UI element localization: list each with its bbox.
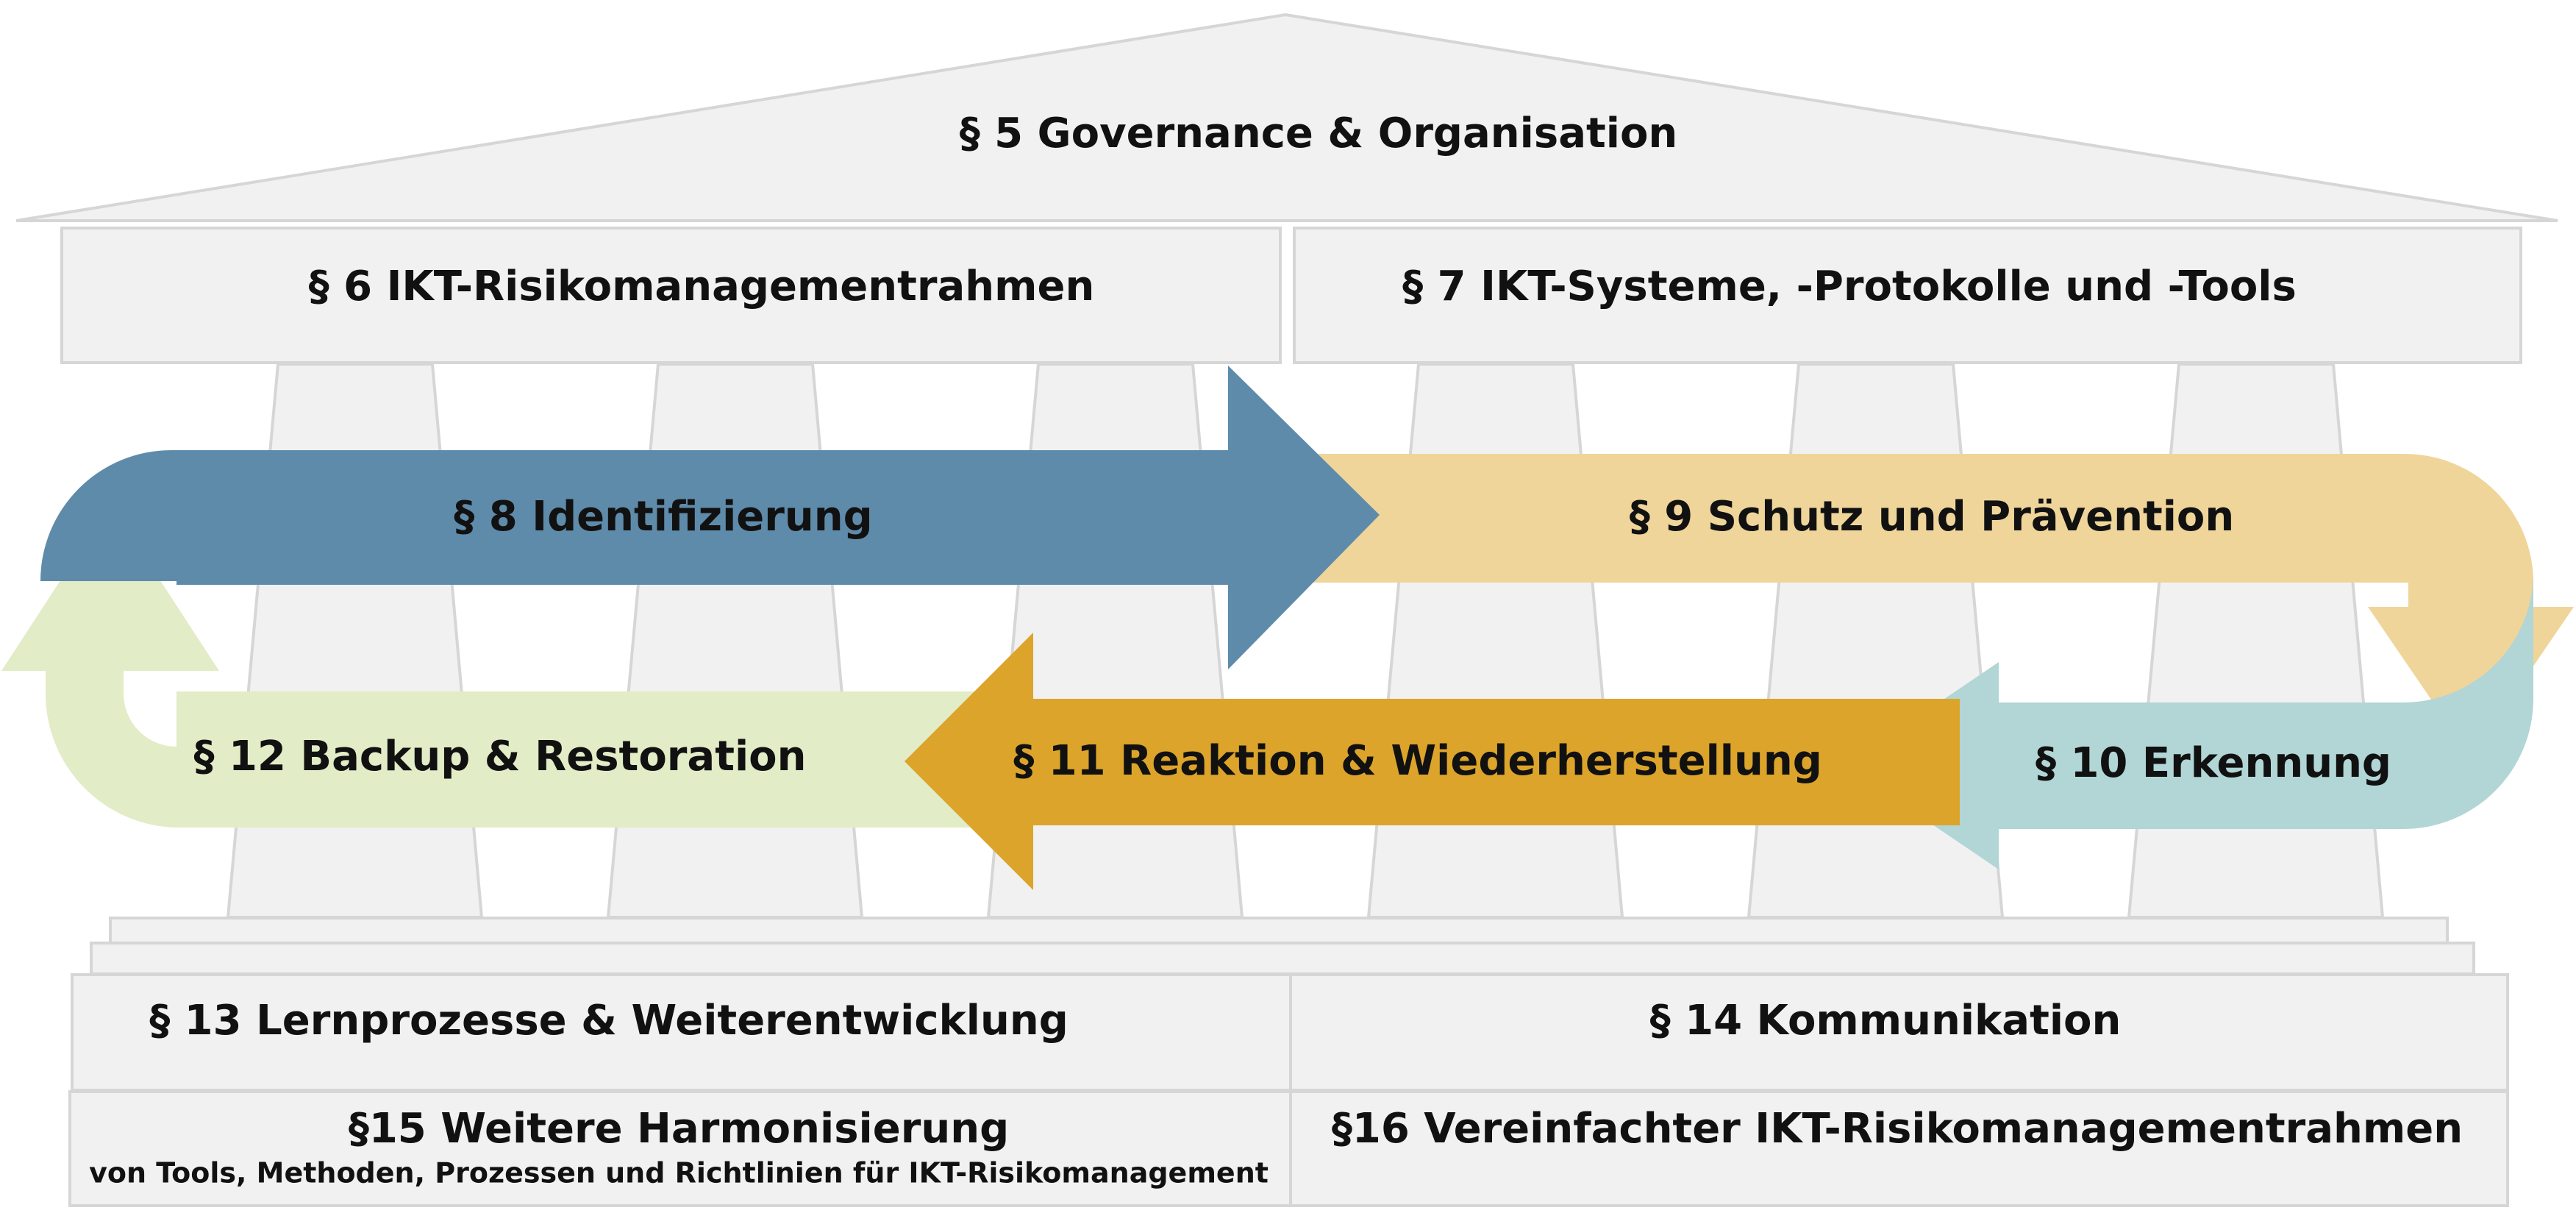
beam-left-label: § 6 IKT-Risikomanagementrahmen [309, 263, 1095, 310]
beam-right [1293, 227, 2522, 364]
foundation-learning-label: § 13 Lernprozesse & Weiterentwicklung [149, 997, 1068, 1045]
cycle-backup-label: § 12 Backup & Restoration [194, 733, 807, 780]
base-step-upper [109, 917, 2449, 945]
cycle-protect-label: § 9 Schutz und Prävention [1630, 493, 2235, 541]
beam-left [60, 227, 1282, 364]
foundation-communication [1289, 973, 2509, 1092]
cycle-respond-label: § 11 Reaktion & Wiederherstellung [1013, 737, 1822, 785]
cycle-identify-arrow [40, 366, 1380, 669]
beam-right-label: § 7 IKT-Systeme, -Protokolle und -Tools [1402, 263, 2297, 310]
cycle-backup-arrow [1, 504, 1000, 828]
foundation-harmonization-title: §15 Weitere Harmonisierung [349, 1105, 1009, 1153]
cycle-respond-arrow [905, 633, 1960, 890]
foundation-harmonization-subtitle: von Tools, Methoden, Prozessen und Richt… [89, 1157, 1269, 1189]
column-4 [1366, 363, 1624, 919]
foundation-simplified [1289, 1090, 2509, 1207]
column-6 [2127, 363, 2385, 919]
foundation-communication-label: § 14 Kommunikation [1650, 997, 2122, 1045]
column-2 [606, 363, 864, 919]
roof [15, 13, 2558, 222]
foundation-simplified-label: §16 Vereinfachter IKT-Risikomanagementra… [1332, 1105, 2463, 1153]
cycle-identify-label: § 8 Identifizierung [454, 493, 872, 541]
cycle-detect-label: § 10 Erkennung [2036, 739, 2391, 787]
column-1 [226, 363, 484, 919]
foundation-learning [71, 973, 1292, 1092]
roof-label: § 5 Governance & Organisation [960, 110, 1678, 157]
base-step-lower [90, 942, 2475, 975]
